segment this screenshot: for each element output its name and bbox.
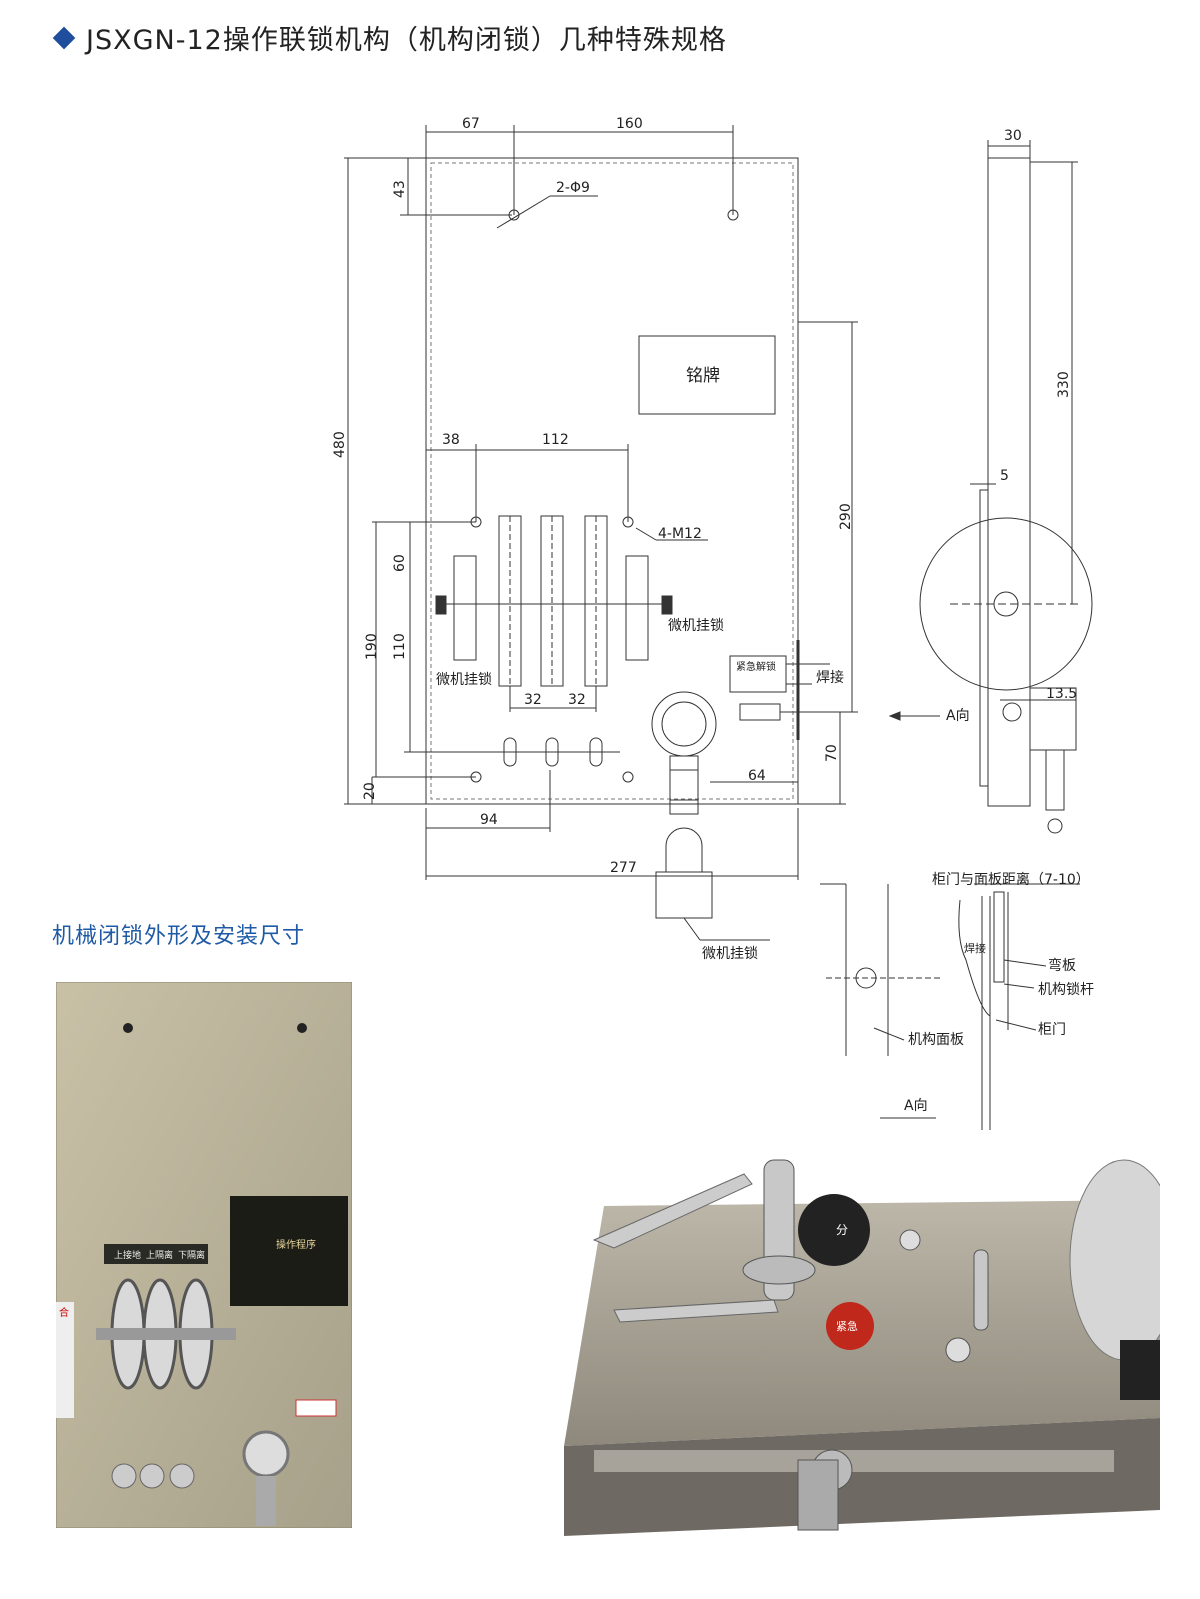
svg-text:上接地: 上接地 bbox=[114, 1249, 141, 1261]
label-lock-rod: 机构锁杆 bbox=[1038, 982, 1094, 998]
dim-190: 190 bbox=[364, 633, 380, 660]
label-panel: 机构面板 bbox=[908, 1032, 964, 1048]
label-holes-mid: 4-M12 bbox=[658, 526, 702, 542]
label-padlock-bottom: 微机挂锁 bbox=[702, 946, 758, 962]
nameplate-box bbox=[638, 335, 776, 415]
svg-text:操作程序: 操作程序 bbox=[276, 1238, 316, 1251]
dim-20: 20 bbox=[362, 782, 378, 800]
dim-38: 38 bbox=[442, 432, 460, 448]
dim-480: 480 bbox=[332, 431, 348, 458]
svg-text:上隔离: 上隔离 bbox=[146, 1249, 173, 1261]
dim-64: 64 bbox=[748, 768, 766, 784]
dim-32a: 32 bbox=[524, 692, 542, 708]
dim-112: 112 bbox=[542, 432, 569, 448]
page-title-text: JSXGN-12操作联锁机构（机构闭锁）几种特殊规格 bbox=[86, 25, 727, 56]
side-view-plate bbox=[987, 157, 1031, 807]
photo-panel-front: 操作程序 上接地 上隔离 下隔离 合 bbox=[56, 982, 352, 1528]
label-gap: 柜门与面板距离（7-10） bbox=[932, 871, 1090, 888]
dim-160: 160 bbox=[616, 116, 643, 132]
svg-text:紧急: 紧急 bbox=[836, 1319, 858, 1333]
label-emergency: 紧急解锁 bbox=[736, 660, 776, 673]
svg-text:分: 分 bbox=[836, 1223, 848, 1237]
photo-nameplate bbox=[230, 1196, 348, 1306]
page-title: JSXGN-12操作联锁机构（机构闭锁）几种特殊规格 bbox=[52, 18, 727, 57]
dim-94: 94 bbox=[480, 812, 498, 828]
technical-drawing: 67 160 43 480 2-Φ9 铭牌 38 112 4-M12 60 19… bbox=[332, 116, 1094, 1130]
label-section-dir-a: A向 bbox=[904, 1098, 928, 1114]
label-nameplate: 铭牌 bbox=[686, 366, 720, 386]
label-door: 柜门 bbox=[1038, 1022, 1066, 1038]
dim-5: 5 bbox=[1000, 468, 1009, 484]
dim-67: 67 bbox=[462, 116, 480, 132]
label-bent-plate: 弯板 bbox=[1048, 957, 1076, 974]
dim-277: 277 bbox=[610, 860, 637, 876]
dim-110: 110 bbox=[392, 633, 408, 660]
dim-43: 43 bbox=[392, 180, 408, 198]
photo-mechanism-angle: 分 紧急 bbox=[564, 1159, 1160, 1536]
label-section-weld: 焊接 bbox=[964, 941, 986, 955]
label-weld: 焊接 bbox=[816, 669, 844, 686]
dim-60: 60 bbox=[392, 554, 408, 572]
dim-32b: 32 bbox=[568, 692, 586, 708]
label-padlock-right: 微机挂锁 bbox=[668, 618, 724, 634]
svg-text:下隔离: 下隔离 bbox=[178, 1249, 205, 1261]
dim-290: 290 bbox=[838, 503, 854, 530]
svg-text:合: 合 bbox=[59, 1306, 69, 1319]
section-subtitle: 机械闭锁外形及安装尺寸 bbox=[52, 924, 306, 949]
dim-13-5: 13.5 bbox=[1046, 686, 1077, 702]
label-holes-top: 2-Φ9 bbox=[556, 180, 590, 196]
dim-70: 70 bbox=[824, 744, 840, 762]
label-dir-a: A向 bbox=[946, 708, 970, 724]
dim-30: 30 bbox=[1004, 128, 1022, 144]
dim-330: 330 bbox=[1056, 371, 1072, 398]
label-padlock-left: 微机挂锁 bbox=[436, 672, 492, 688]
front-panel-outline bbox=[425, 157, 799, 805]
